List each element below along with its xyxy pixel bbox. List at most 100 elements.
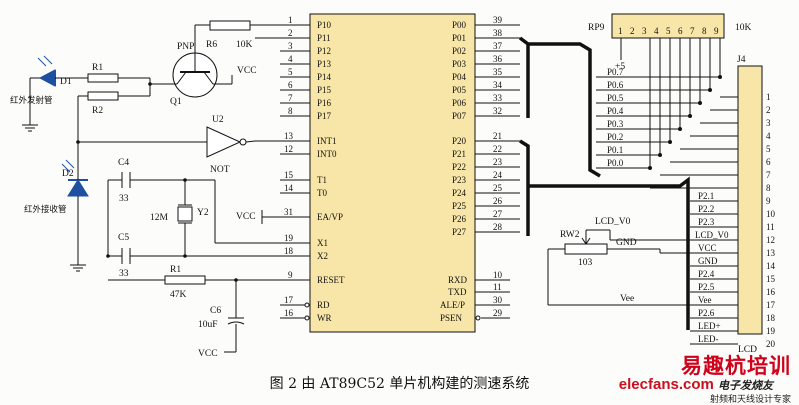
- mcu-pin-num: 33: [493, 93, 503, 103]
- rw2-ref: RW2: [560, 230, 580, 240]
- lcd-pin-num: 6: [766, 157, 771, 167]
- lcd-pin-num: 8: [766, 183, 771, 193]
- rp9-pin-num: 5: [666, 26, 671, 36]
- rp9-pin-num: 8: [702, 26, 707, 36]
- mcu-pin-name: P11: [317, 33, 331, 43]
- r6-value: 10K: [236, 40, 253, 50]
- mcu-pin-num: 27: [493, 209, 503, 219]
- rp9-pin-num: 6: [678, 26, 683, 36]
- mcu-pin-num: 3: [288, 41, 293, 51]
- mcu-pin-num: 15: [284, 170, 294, 180]
- rp9-pin-num: 1: [618, 26, 623, 36]
- mcu-pin-name: INT1: [317, 136, 337, 146]
- mcu-pin-name: RD: [317, 300, 330, 310]
- mcu-pin-name: P26: [452, 214, 467, 224]
- lcd-pin-num: 1: [766, 92, 771, 102]
- rp9-body: [611, 13, 725, 39]
- lcd-signal: LED-: [698, 334, 719, 344]
- lcd-pin-num: 19: [766, 326, 776, 336]
- r1b-value: 47K: [170, 290, 187, 300]
- lcd-pin-num: 5: [766, 144, 771, 154]
- rw2-net: LCD_V0: [595, 217, 631, 227]
- mcu-pin-num: 7: [288, 93, 293, 103]
- watermark-site-tail: 电子发烧友: [718, 379, 773, 392]
- mcu-pin-num: 38: [493, 28, 503, 38]
- mcu-pin-num: 36: [493, 54, 503, 64]
- u2-type: NOT: [210, 165, 230, 175]
- mcu-pin-name: P02: [452, 46, 466, 56]
- mcu-pin-num: 37: [493, 41, 503, 51]
- q1-ref: Q1: [170, 97, 182, 107]
- mcu-pin-name: RXD: [448, 275, 468, 285]
- lcd-pin-num: 14: [766, 261, 776, 271]
- mcu-pin-name: P22: [452, 162, 466, 172]
- lcd-signal: LCD_V0: [695, 230, 729, 240]
- lcd-signal: P2.3: [698, 217, 715, 227]
- rp9-pin-num: 7: [690, 26, 695, 36]
- mcu-pin-num: 26: [493, 196, 503, 206]
- c5-value: 33: [119, 269, 129, 279]
- bus-label: P0.0: [607, 158, 624, 168]
- lcd-pin-num: 20: [766, 339, 776, 349]
- c6-value: 10uF: [198, 320, 218, 330]
- r1-ref: R1: [92, 63, 103, 73]
- lcd-signal: P2.1: [698, 191, 714, 201]
- rp9-supply: +5: [615, 62, 625, 72]
- lcd-pin-num: 18: [766, 313, 776, 323]
- c6-vcc: VCC: [198, 349, 218, 359]
- mcu-pin-name: TXD: [448, 287, 467, 297]
- mcu-pin-num: 8: [288, 106, 293, 116]
- mcu-pin-name: P15: [317, 85, 332, 95]
- mcu-pin-num: 5: [288, 67, 293, 77]
- mcu-pin-name: X2: [317, 251, 328, 261]
- mcu-pin-num: 11: [493, 282, 502, 292]
- figure-caption: 图 2 由 AT89C52 单片机构建的测速系统: [269, 376, 530, 392]
- lcd-pin-num: 3: [766, 118, 771, 128]
- mcu-pin-num: 32: [493, 106, 502, 116]
- mcu-pin-num: 30: [493, 295, 503, 305]
- lcd-pin-num: 13: [766, 248, 776, 258]
- mcu-pin-num: 14: [284, 183, 294, 193]
- mcu-pin-num: 31: [284, 207, 293, 217]
- watermark-site: elecfans.com: [618, 376, 714, 393]
- mcu-pin-name: P23: [452, 175, 467, 185]
- mcu-pin-num: 17: [284, 295, 294, 305]
- mcu-pin-name: P00: [452, 20, 467, 30]
- mcu-pin-num: 19: [284, 233, 294, 243]
- mcu-pin-num: 21: [493, 131, 502, 141]
- y2-value: 12M: [150, 213, 169, 223]
- c5-ref: C5: [118, 233, 129, 243]
- d1-ref: D1: [60, 77, 72, 87]
- r6-ref: R6: [206, 40, 217, 50]
- mcu-pin-name: X1: [317, 238, 328, 248]
- lcd-signal: GND: [698, 256, 718, 266]
- c6-ref: C6: [210, 306, 221, 316]
- lcd-signal: VCC: [698, 243, 717, 253]
- mcu-pin-name: P25: [452, 201, 467, 211]
- d1-desc: 红外发射管: [10, 95, 53, 106]
- lcd-signal: P2.5: [698, 282, 715, 292]
- rp9-pin-num: 9: [714, 26, 719, 36]
- mcu-pin-num: 29: [493, 308, 503, 318]
- mcu-pin-num: 22: [493, 144, 502, 154]
- mcu-pin-name: INT0: [317, 149, 337, 159]
- mcu-pin-name: P12: [317, 46, 331, 56]
- rp9-pin-num: 2: [630, 26, 635, 36]
- lcd-pin-num: 12: [766, 235, 775, 245]
- lcd-connector-body: [737, 65, 763, 335]
- c4-ref: C4: [118, 158, 129, 168]
- lcd-label: LCD: [738, 345, 757, 355]
- schematic-diagram: 1 2 3 4 5 6 7 8 13 12 15 14 31 19 18 9 1…: [10, 13, 776, 359]
- rp9-ref: RP9: [588, 23, 605, 33]
- ea-vcc: VCC: [236, 212, 256, 222]
- mcu-pin-name: PSEN: [440, 313, 463, 323]
- mcu-pin-num: 25: [493, 183, 503, 193]
- c4-value: 33: [119, 194, 129, 204]
- mcu-pin-name: P10: [317, 20, 332, 30]
- mcu-pin-name: P14: [317, 72, 332, 82]
- mcu-pin-num: 28: [493, 222, 503, 232]
- lcd-signal: P2.6: [698, 308, 715, 318]
- lcd-pin-num: 4: [766, 131, 771, 141]
- d2-desc: 红外接收管: [24, 204, 67, 215]
- mcu-pin-num: 6: [288, 80, 293, 90]
